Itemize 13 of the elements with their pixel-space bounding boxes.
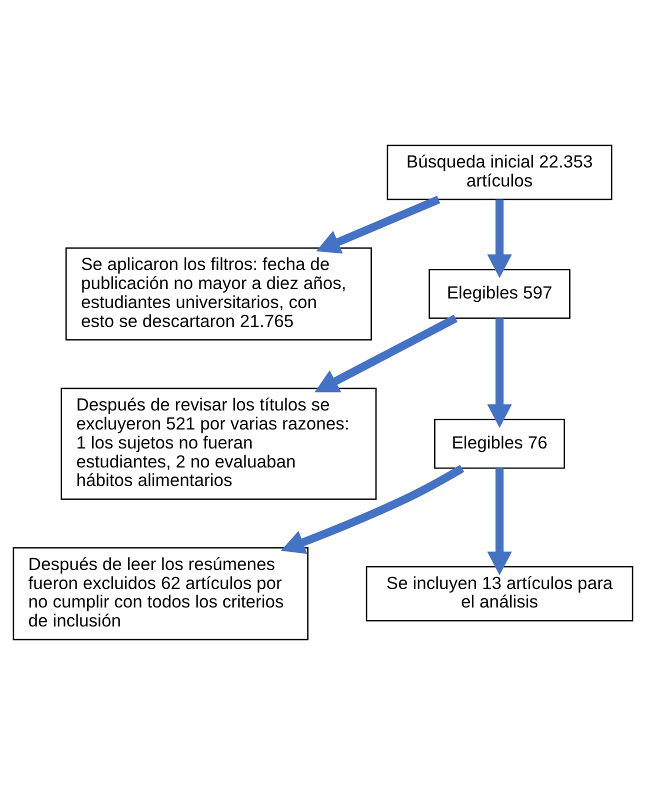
arrow (316, 196, 440, 254)
node-box: Búsqueda inicial 22.353 artículos (386, 144, 612, 200)
node-box: Después de revisar los títulos se excluyeron 521 por varias razones: 1 los sujetos no fueran estudiantes, 2 no evaluaban hábitos alimentarios (60, 388, 377, 500)
arrow (487, 318, 512, 428)
node-box: Se incluyen 13 artículos para el análisis (366, 566, 634, 622)
node-box: Elegibles 76 (434, 418, 566, 469)
arrow (487, 468, 512, 576)
node-box: Después de leer los resúmenes fueron excluidos 62 artículos por no cumplir con todos los criterios de inclusión (12, 547, 308, 640)
node-box: Elegibles 597 (428, 268, 570, 319)
node-box: Se aplicaron los filtros: fecha de publicación no mayor a diez años, estudiantes universitarios, con esto se descartaron 21.765 (65, 247, 372, 341)
arrow (314, 314, 458, 392)
arrow (487, 200, 512, 278)
arrow (280, 464, 464, 554)
